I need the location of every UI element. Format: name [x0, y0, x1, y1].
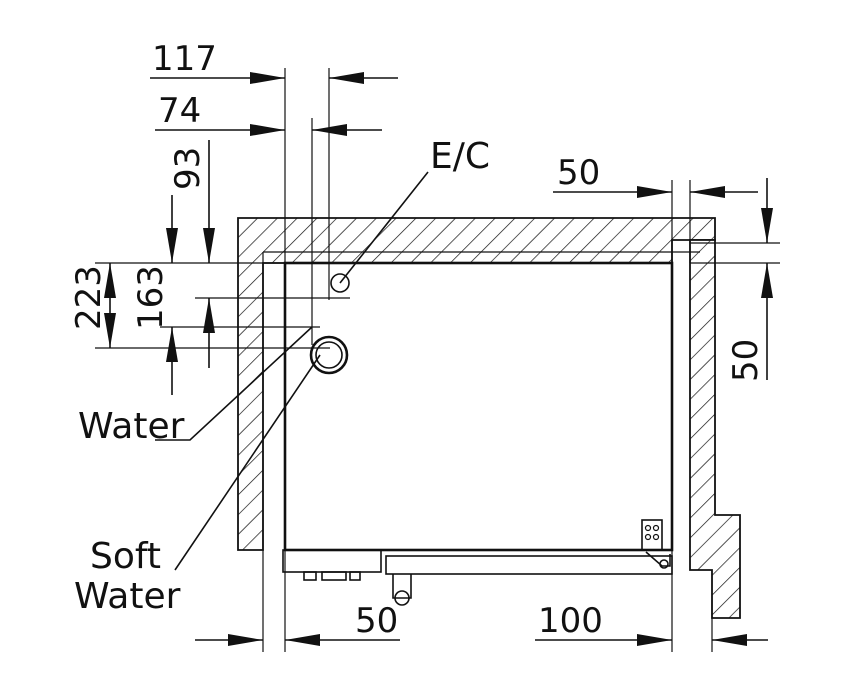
hinge-arm	[645, 551, 671, 567]
connections	[309, 273, 350, 375]
soft-water-leader	[174, 354, 321, 571]
hinge-block	[641, 519, 663, 551]
drain-fitting	[392, 574, 412, 599]
dim-117: 117	[152, 39, 217, 79]
dim-93: 93	[168, 147, 208, 190]
foot	[303, 571, 317, 581]
dim-50-top: 50	[557, 153, 600, 193]
water-connection-icon	[309, 335, 349, 375]
labels: E/C Water Soft Water	[74, 136, 490, 617]
dimension-lines	[104, 72, 773, 646]
ec-leader	[339, 171, 429, 284]
extension-lines	[95, 68, 780, 652]
label-soft-water: Water	[74, 576, 181, 617]
drain-outlet	[394, 590, 410, 606]
base-right-rail	[385, 555, 673, 575]
water-leader	[155, 326, 313, 441]
label-soft: Soft	[90, 536, 161, 577]
dim-163: 163	[131, 265, 171, 330]
dimension-texts: 117 74 93 223 163 50 50 50 100	[69, 39, 766, 641]
label-ec: E/C	[430, 136, 490, 177]
dim-100: 100	[538, 601, 603, 641]
walls	[237, 217, 741, 619]
dim-74: 74	[158, 91, 201, 131]
label-water: Water	[78, 406, 185, 447]
wall-right	[689, 239, 741, 619]
ec-connection-icon	[330, 273, 350, 293]
base-left-block	[282, 549, 382, 573]
foot	[349, 571, 361, 581]
dim-223: 223	[69, 265, 109, 330]
dim-50-right: 50	[726, 339, 766, 382]
appliance-body	[282, 261, 674, 606]
foot	[321, 571, 347, 581]
leader-lines	[155, 171, 429, 571]
hinge-pin	[659, 559, 669, 569]
appliance-outline	[283, 261, 674, 552]
soft-water-connection-icon	[315, 341, 343, 369]
wall-left-top	[237, 217, 716, 551]
dim-50-bottom: 50	[355, 601, 398, 641]
